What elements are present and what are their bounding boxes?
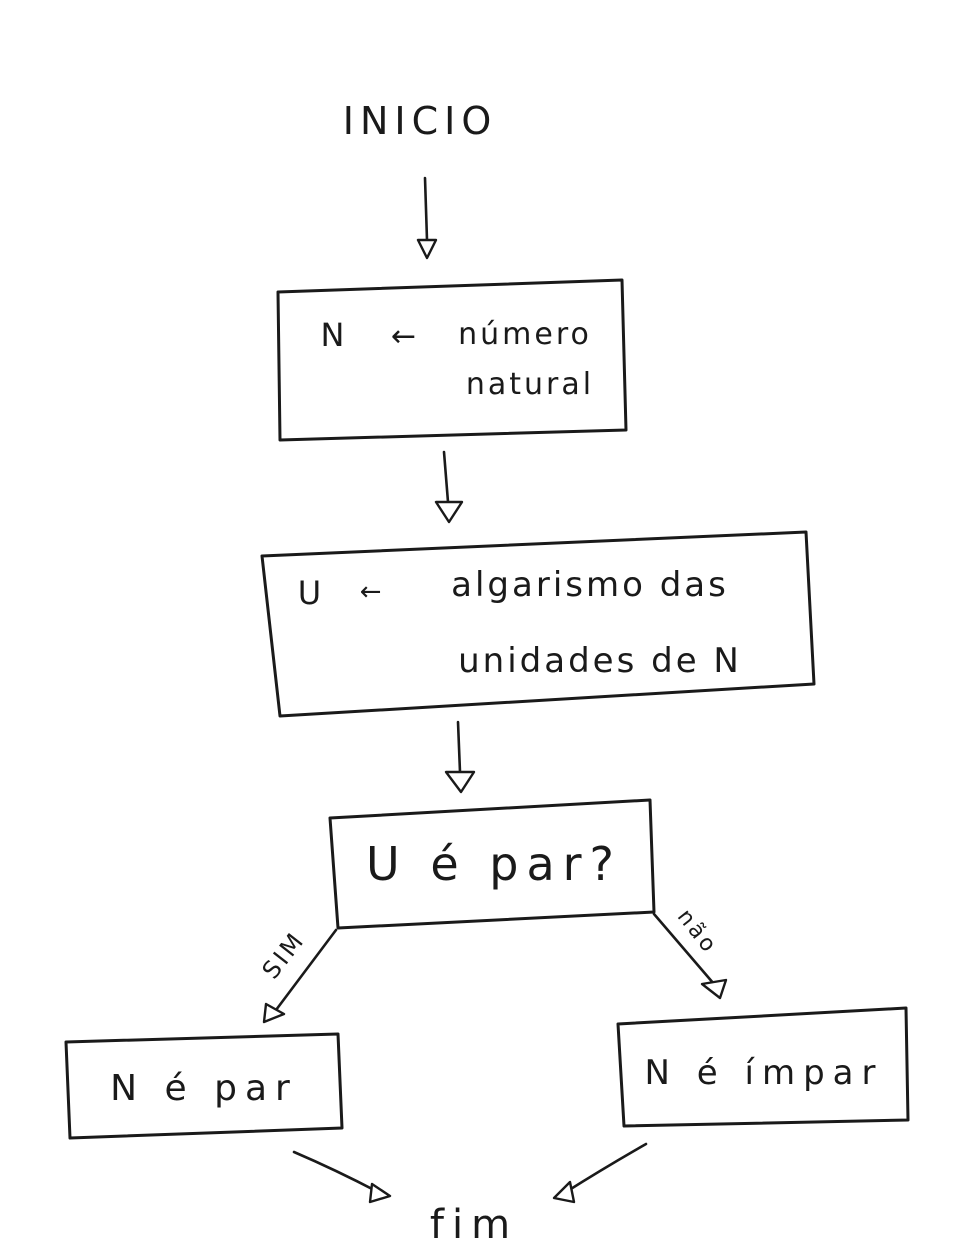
assign-step-line1: algarismo das bbox=[451, 565, 729, 605]
result-odd-text: N é ímpar bbox=[645, 1053, 884, 1093]
result-even-text: N é par bbox=[110, 1068, 298, 1109]
decision-box: U é par? bbox=[328, 798, 656, 930]
assign-step-box: U ← algarismo das unidades de N bbox=[260, 530, 816, 718]
arrow-start-to-input bbox=[416, 176, 438, 260]
end-label: fim bbox=[430, 1202, 518, 1248]
decision-no-label: não bbox=[672, 905, 722, 960]
result-odd-box: N é ímpar bbox=[616, 1006, 910, 1128]
decision-text: U é par? bbox=[366, 837, 622, 891]
start-label: INICIO bbox=[343, 99, 498, 143]
arrow-assign-to-decision bbox=[444, 720, 476, 794]
input-step-line1: número bbox=[458, 317, 592, 352]
assign-step-line2: unidades de N bbox=[458, 641, 742, 681]
input-step-var: N bbox=[321, 316, 348, 354]
arrow-decision-yes bbox=[262, 928, 338, 1024]
input-step-box: N ← número natural bbox=[276, 278, 628, 442]
arrow-decision-no bbox=[652, 912, 728, 1000]
result-even-box: N é par bbox=[64, 1032, 344, 1140]
assign-step-var: U bbox=[298, 574, 324, 612]
arrow-even-to-end bbox=[292, 1150, 392, 1204]
arrow-odd-to-end bbox=[552, 1142, 648, 1204]
assign-step-assign-arrow: ← bbox=[360, 577, 385, 607]
arrow-input-to-assign bbox=[434, 450, 464, 524]
input-step-line2: natural bbox=[466, 367, 594, 402]
input-step-assign-arrow: ← bbox=[391, 319, 419, 354]
